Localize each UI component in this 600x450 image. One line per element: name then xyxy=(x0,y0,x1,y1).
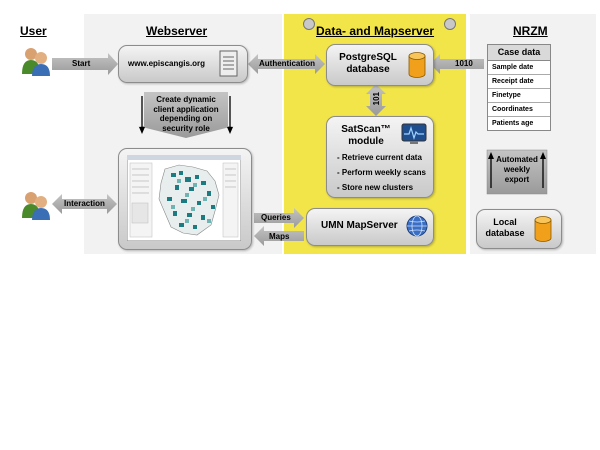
local-database-box: Local database xyxy=(476,209,562,249)
db-satscan-arrow xyxy=(366,84,386,116)
code-1010-label: 1010 xyxy=(455,59,473,68)
satscan-title-line-2: module xyxy=(348,136,384,147)
bullet-right-icon xyxy=(444,18,456,30)
create-client-note: Create dynamic client application depend… xyxy=(146,95,226,133)
satscan-task-2: - Perform weekly scans xyxy=(337,168,426,177)
maps-label: Maps xyxy=(269,232,290,241)
umn-mapserver-label: UMN MapServer xyxy=(321,220,398,231)
satscan-box: SatScan™ module - Retrieve current data … xyxy=(326,116,434,198)
start-label: Start xyxy=(72,59,91,68)
map-screenshot-icon xyxy=(127,155,241,241)
webserver-box: www.episcangis.org xyxy=(118,45,248,83)
case-data-row: Receipt date xyxy=(488,75,550,89)
authentication-label: Authentication xyxy=(259,59,315,68)
authentication-arrow xyxy=(248,54,325,74)
export-line-2: weekly xyxy=(503,165,531,174)
maps-arrow xyxy=(254,226,304,246)
export-1010-arrow xyxy=(430,54,484,74)
case-data-row: Patients age xyxy=(492,120,534,127)
postgresql-label: PostgreSQL database xyxy=(333,52,403,76)
case-data-header: Case data xyxy=(488,45,550,61)
export-line-3: export xyxy=(504,175,530,184)
postgresql-box: PostgreSQL database xyxy=(326,44,434,86)
local-database-label: Local database xyxy=(481,217,529,239)
lane-title-user: User xyxy=(20,24,47,38)
case-data-table: Case data Sample date Receipt date Finet… xyxy=(487,44,551,131)
monitor-pulse-icon xyxy=(401,123,427,144)
satscan-task-1: - Retrieve current data xyxy=(337,153,422,162)
postgresql-line-2: database xyxy=(346,64,390,75)
umn-mapserver-box: UMN MapServer xyxy=(306,208,434,246)
bullet-left-icon xyxy=(303,18,315,30)
lane-title-dataserver: Data- and Mapserver xyxy=(316,24,435,38)
case-data-row: Coordinates xyxy=(488,103,550,117)
satscan-title-line-1: SatScan™ xyxy=(341,124,391,135)
database-icon xyxy=(408,52,426,78)
start-arrow xyxy=(52,53,118,75)
export-line-1: Automated xyxy=(496,155,538,164)
satscan-title: SatScan™ module xyxy=(333,124,399,148)
user-group-icon xyxy=(22,48,50,76)
document-server-icon xyxy=(219,50,238,77)
database-icon-2 xyxy=(534,216,552,242)
note-line-1: Create dynamic xyxy=(156,95,216,104)
local-db-line-1: Local xyxy=(493,217,517,227)
lane-title-webserver: Webserver xyxy=(146,24,208,38)
postgresql-line-1: PostgreSQL xyxy=(339,52,397,63)
note-line-3: depending on xyxy=(159,114,213,123)
queries-arrow xyxy=(254,208,304,228)
interaction-label: Interaction xyxy=(64,199,105,208)
lane-title-nrzm: NRZM xyxy=(513,24,548,38)
user-group-icon-2 xyxy=(22,192,50,220)
note-line-2: client application xyxy=(153,104,219,114)
export-box xyxy=(486,149,548,195)
code-101-label: 101 xyxy=(372,92,381,106)
export-note: Automated weekly export xyxy=(494,155,540,185)
satscan-task-3: - Store new clusters xyxy=(337,183,414,192)
client-application-box xyxy=(118,148,252,250)
create-client-arrow xyxy=(138,92,234,138)
queries-label: Queries xyxy=(261,213,291,222)
globe-icon xyxy=(406,215,428,237)
case-data-row: Finetype xyxy=(488,89,550,103)
interaction-arrow xyxy=(52,194,117,214)
local-db-line-2: database xyxy=(485,228,525,238)
note-line-4: security role xyxy=(162,123,210,133)
webserver-url: www.episcangis.org xyxy=(128,59,206,68)
case-data-row: Sample date xyxy=(488,61,550,75)
